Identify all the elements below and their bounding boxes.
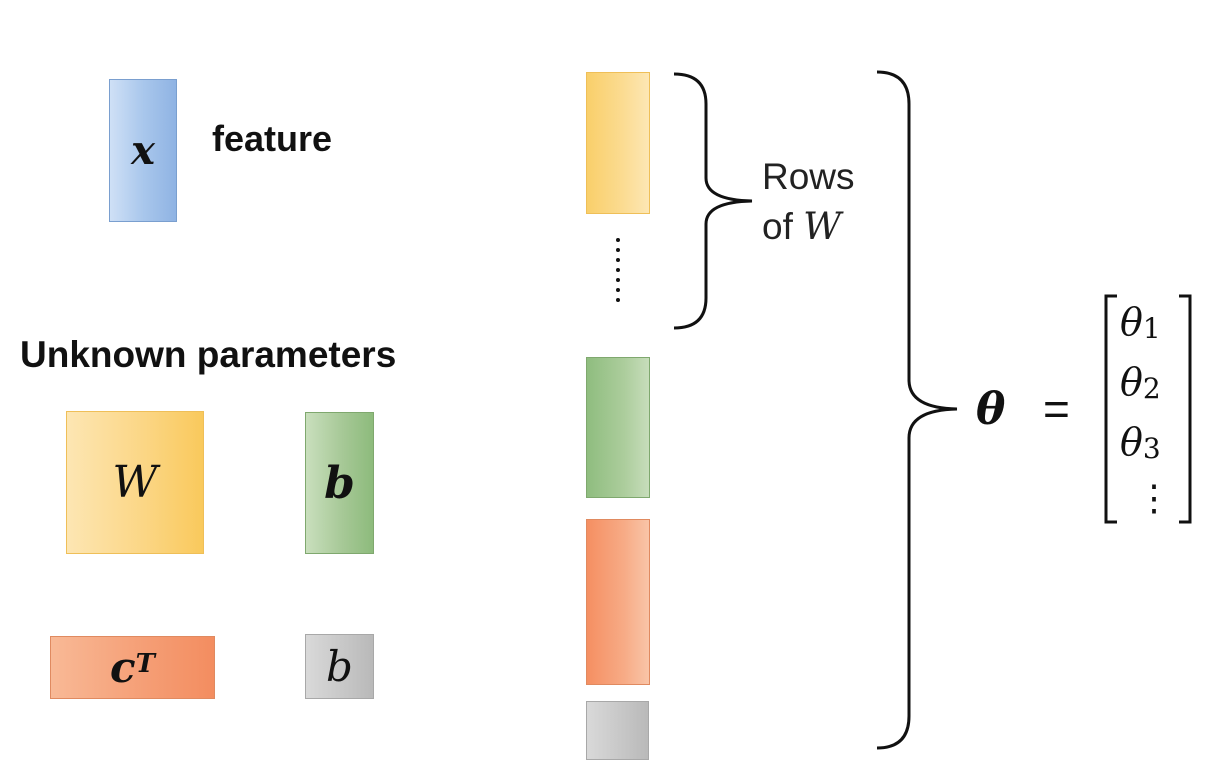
theta-vector-left-bracket (1104, 294, 1117, 524)
theta-vector-right-bracket (1179, 294, 1192, 524)
rows-of-W-label: Rows of W (762, 152, 855, 252)
param-b-scalar-symbol: b (326, 642, 353, 691)
theta-entry-3-sub: 3 (1142, 431, 1161, 465)
param-b-vector-symbol: b (324, 457, 355, 509)
feature-x-block: x (109, 79, 177, 222)
rows-label-prefix: of (762, 206, 804, 247)
theta-entry-3-base: θ (1120, 420, 1143, 464)
theta-entry-2-base: θ (1120, 360, 1143, 404)
param-W-symbol: W (112, 457, 158, 508)
theta-stack-b-block (586, 357, 650, 498)
theta-stack-W-row-block (586, 72, 650, 214)
feature-label: feature (212, 118, 333, 159)
theta-entry-vdots: ⋮ (1136, 478, 1172, 519)
theta-entry-1-base: θ (1120, 300, 1143, 344)
theta-symbol: θ (976, 384, 1006, 435)
theta-stack-row-ellipsis (616, 238, 620, 304)
param-b-scalar-block: b (305, 634, 374, 699)
rows-of-W-brace (673, 72, 753, 330)
theta-entry-1-sub: 1 (1142, 311, 1161, 345)
param-cT-superscript: T (135, 648, 155, 679)
rows-label-line1: Rows (762, 156, 855, 197)
theta-brace (876, 70, 958, 750)
param-W-block: W (66, 411, 204, 554)
unknown-parameters-heading: Unknown parameters (20, 334, 397, 375)
rows-label-line2: of W (762, 202, 855, 252)
rows-label-W-symbol: W (803, 205, 842, 248)
theta-stack-b-scalar-block (586, 701, 649, 760)
theta-entry-2-sub: 2 (1142, 371, 1161, 405)
param-b-vector-block: b (305, 412, 374, 554)
feature-x-symbol: x (131, 127, 155, 174)
param-cT-base: c (110, 643, 136, 692)
theta-equals: = (1043, 383, 1070, 435)
theta-stack-cT-block (586, 519, 650, 685)
